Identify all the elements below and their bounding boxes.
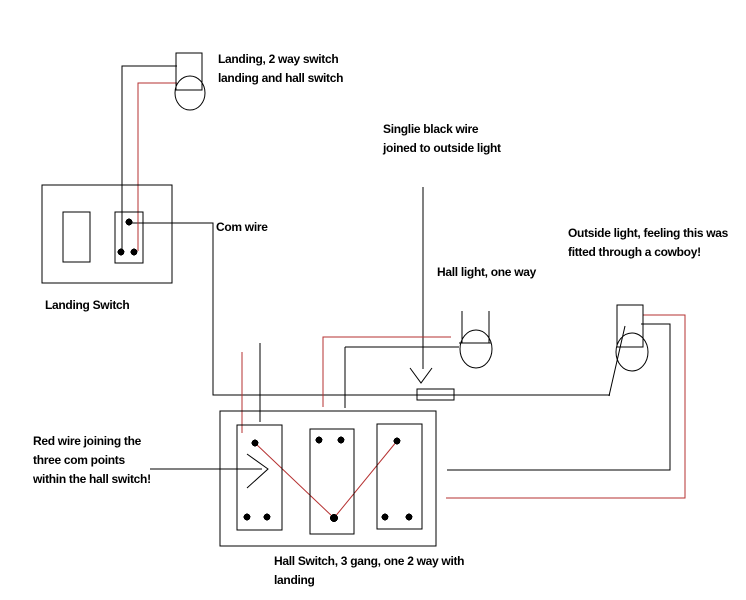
note-line: joined to outside light bbox=[383, 141, 501, 155]
note-red-wire: Red wire joining the three com points wi… bbox=[33, 432, 151, 489]
terminal-dot-g1-l1 bbox=[243, 513, 251, 521]
terminal-dot-g3-l1 bbox=[381, 513, 389, 521]
note-line: Landing Switch bbox=[45, 298, 130, 312]
outside-light-black-wire bbox=[447, 323, 671, 471]
note-line: Singlie black wire bbox=[383, 122, 479, 136]
terminal-dot-landing-l2 bbox=[130, 248, 138, 256]
terminal-dot-landing-l1 bbox=[117, 248, 125, 256]
note-line: three com points bbox=[33, 453, 125, 467]
note-line: Red wire joining the bbox=[33, 434, 142, 448]
terminal-dot-g1-com bbox=[251, 439, 259, 447]
single-black-wire-arrowhead-icon bbox=[409, 367, 433, 384]
landing-switch-box bbox=[41, 184, 173, 284]
red-wire-note-arrowhead-icon bbox=[246, 453, 269, 489]
note-landing-switch: Landing Switch bbox=[45, 296, 130, 315]
hall-switch-gang2 bbox=[309, 428, 355, 535]
note-landing-light: Landing, 2 way switch landing and hall s… bbox=[218, 50, 343, 88]
note-line: Hall Switch, 3 gang, one 2 way with bbox=[274, 554, 465, 568]
terminal-dot-landing-com bbox=[125, 218, 133, 226]
note-line: Outside light, feeling this was bbox=[568, 226, 729, 240]
hall-light-black-wire bbox=[344, 346, 459, 408]
note-line: Landing, 2 way switch bbox=[218, 52, 339, 66]
landing-switch-rocker bbox=[62, 211, 91, 263]
terminal-dot-g3-com bbox=[393, 437, 401, 445]
terminal-dot-g2-l2 bbox=[337, 436, 345, 444]
terminal-dot-g2-l1 bbox=[315, 436, 323, 444]
landing-light-rose bbox=[175, 52, 203, 91]
terminal-dot-g3-l2 bbox=[405, 513, 413, 521]
note-line: landing bbox=[274, 573, 315, 587]
hall-switch-box bbox=[219, 410, 437, 547]
note-line: Hall light, one way bbox=[437, 265, 536, 279]
hall-light-red-wire bbox=[322, 336, 451, 407]
junction-block bbox=[416, 388, 455, 401]
landing-light-bulb bbox=[174, 75, 206, 111]
outside-light-red-wire bbox=[446, 314, 686, 499]
hall-light-bulb bbox=[459, 329, 493, 369]
outside-light-bulb bbox=[615, 332, 649, 372]
note-line: fitted through a cowboy! bbox=[568, 245, 701, 259]
landing-lamp-red-wire bbox=[137, 82, 177, 251]
landing-lamp-black-wire bbox=[121, 65, 177, 252]
hall-switch-gang3 bbox=[376, 423, 423, 530]
terminal-dot-g1-l2 bbox=[263, 513, 271, 521]
note-hall-light: Hall light, one way bbox=[437, 263, 536, 282]
note-line: landing and hall switch bbox=[218, 71, 344, 85]
outside-light-rose bbox=[616, 304, 644, 348]
com-wire-path bbox=[129, 222, 610, 396]
note-line: Com wire bbox=[216, 220, 268, 234]
outside-light-drop-wire bbox=[608, 325, 626, 397]
hall-switch-gang1 bbox=[236, 424, 283, 531]
hall-light-pendant bbox=[459, 311, 491, 344]
note-single-black-wire: Singlie black wire joined to outside lig… bbox=[383, 120, 501, 158]
note-com-wire: Com wire bbox=[216, 218, 268, 237]
note-line: within the hall switch! bbox=[33, 472, 151, 486]
note-outside-light: Outside light, feeling this was fitted t… bbox=[568, 224, 728, 262]
hall-switch-com-link-wire bbox=[254, 440, 398, 519]
landing-switch-gang bbox=[114, 211, 144, 264]
terminal-dot-g2-com bbox=[330, 514, 338, 522]
note-hall-switch: Hall Switch, 3 gang, one 2 way with land… bbox=[274, 552, 465, 590]
